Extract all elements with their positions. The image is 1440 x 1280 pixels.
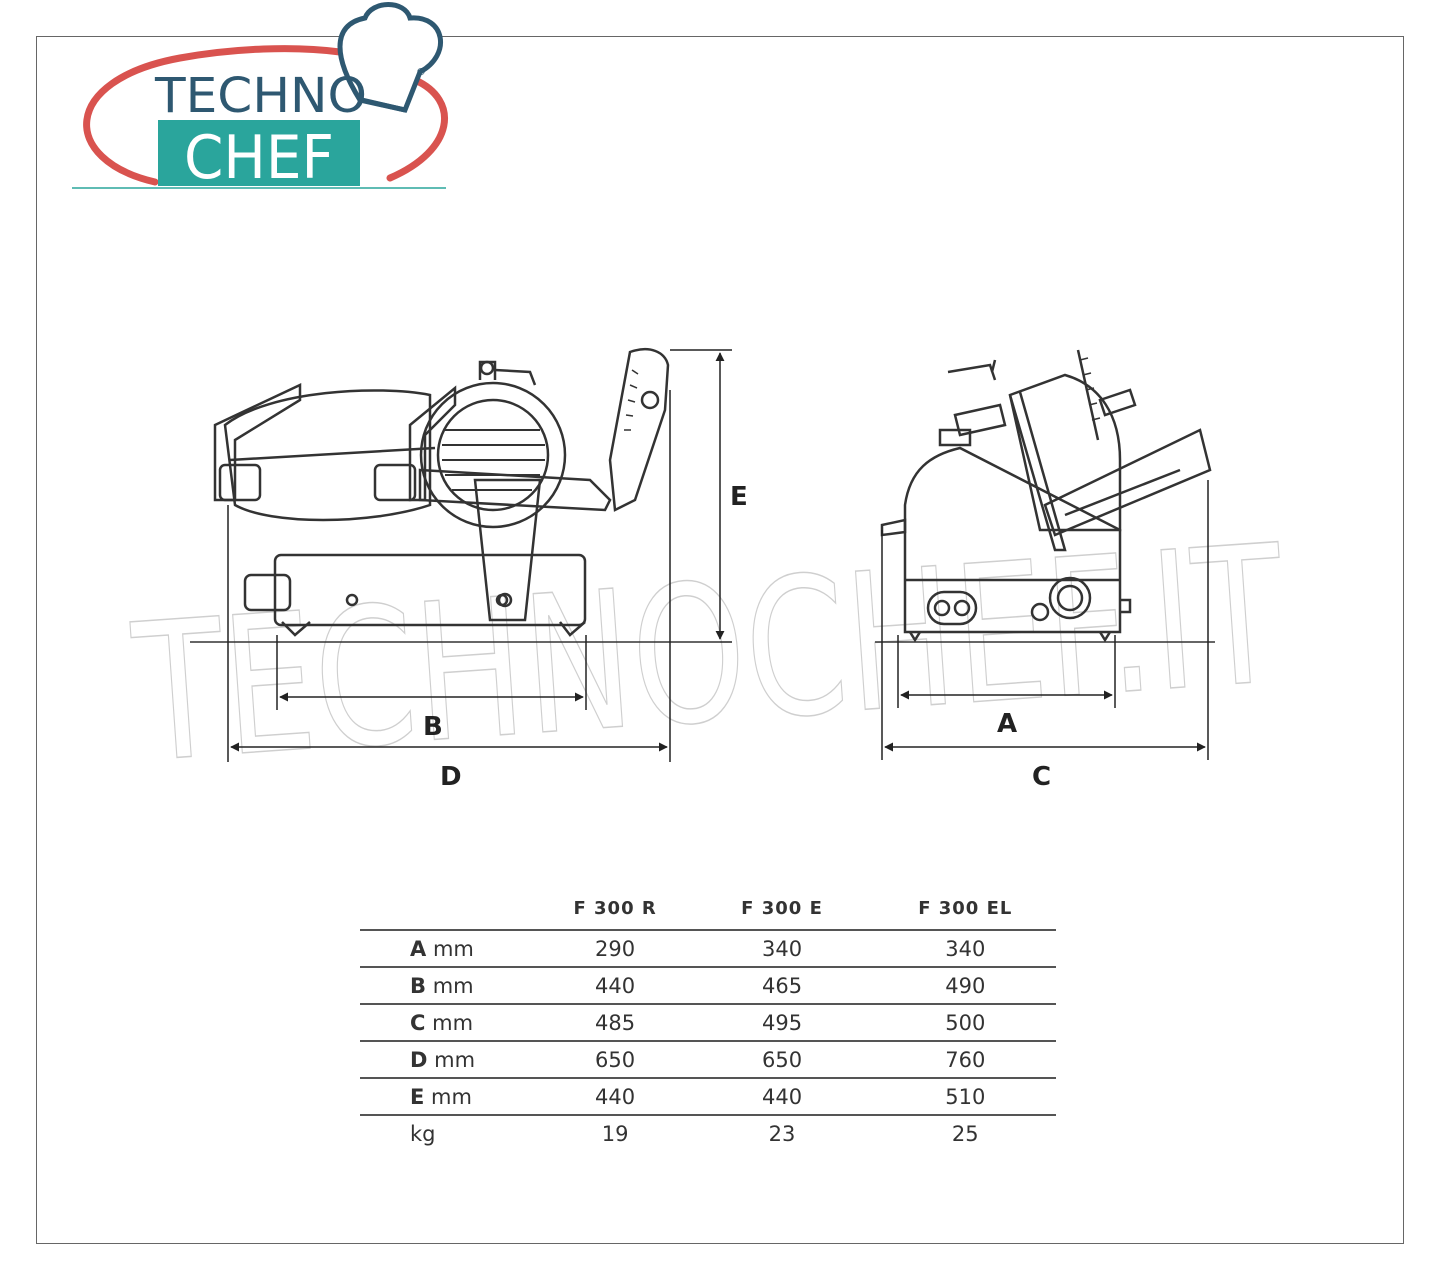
logo-ring-right [386,76,449,182]
chef-hat-icon [337,2,443,113]
dimension-label-a: A [997,709,1017,739]
logo-registered-mark: ® [416,67,426,78]
table-cell: 340 [689,930,875,968]
watermark-text: TECHNOCHEF.IT [127,504,1291,805]
logo-chef-text: CHEF [184,123,334,193]
table-cell: 440 [540,1078,690,1116]
row-unit: mm [432,973,474,998]
table-cell: 340 [874,930,1056,968]
dimension-label-c: C [1032,762,1051,792]
row-label: D mm [360,1041,541,1079]
column-header-f300el: F 300 EL [874,898,1056,931]
table-cell: 650 [540,1041,690,1079]
front-view-dimension-lines [227,349,732,762]
table-cell: 650 [689,1041,875,1079]
logo-chef-box [158,120,360,186]
row-unit: kg [410,1121,436,1146]
row-letter: D [410,1047,428,1072]
dimension-label-e: E [730,482,748,512]
table-row: kg 19 23 25 [360,1115,1056,1151]
row-label: B mm [360,967,541,1005]
dimensions-table: F 300 R F 300 E F 300 EL A mm 290 340 34… [360,898,1056,1151]
table-cell: 25 [951,1121,979,1146]
slicer-technical-drawing: TECHNOCHEF.IT [126,348,1292,806]
table-cell: 760 [874,1041,1056,1079]
table-row: B mm 440 465 490 [360,967,1056,1005]
column-header-f300r: F 300 R [540,898,690,931]
dimension-label-d: D [440,762,462,792]
table-cell: 510 [874,1078,1056,1116]
table-row: D mm 650 650 760 [360,1041,1056,1079]
table-cell: 485 [540,1004,690,1042]
front-view-slicer [190,348,720,643]
table-header-blank [360,898,541,931]
row-label: A mm [360,930,541,968]
table-cell: 440 [689,1078,875,1116]
table-row: A mm 290 340 340 [360,930,1056,968]
page-frame [36,36,1404,1244]
row-unit: mm [434,1047,476,1072]
table-row: E mm 440 440 510 [360,1078,1056,1116]
column-header-f300e: F 300 E [689,898,875,931]
table-cell: 495 [689,1004,875,1042]
row-letter: E [410,1084,425,1109]
table-cell: 500 [874,1004,1056,1042]
side-view-dimension-lines [881,480,1209,760]
side-view-slicer [875,349,1215,643]
row-unit: mm [431,1084,472,1109]
dimension-label-b: B [423,712,443,742]
row-unit: mm [432,936,474,961]
row-letter: C [410,1010,426,1035]
row-unit: mm [432,1010,474,1035]
table-cell: 465 [689,967,875,1005]
row-letter: B [410,973,427,998]
table-row: C mm 485 495 500 [360,1004,1056,1042]
table-cell: 19 [601,1121,629,1146]
table-cell: 23 [768,1121,796,1146]
row-label: E mm [360,1078,541,1116]
logo-ring-left [83,45,344,186]
technochef-logo: ® TECHNO CHEF [72,2,449,193]
table-cell: 440 [540,967,690,1005]
table-cell: 290 [540,930,690,968]
row-letter: A [410,936,427,961]
logo-techno-text: TECHNO [154,68,367,124]
table-header-row: F 300 R F 300 E F 300 EL [360,898,1056,931]
row-label: C mm [360,1004,541,1042]
table-cell: 490 [874,967,1056,1005]
row-label: kg [360,1115,541,1151]
